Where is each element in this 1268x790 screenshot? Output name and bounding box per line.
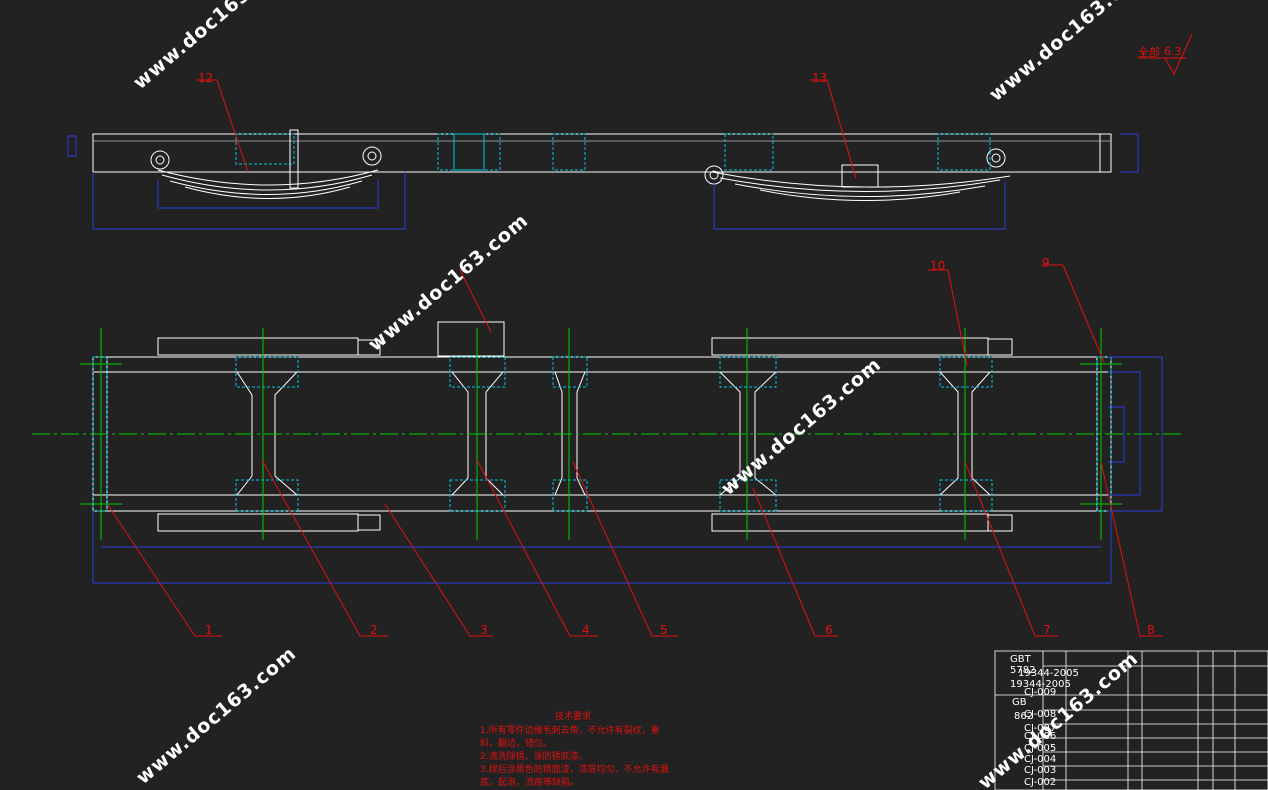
bom-code: 19344-2005 [1010,679,1071,690]
balloon-12: 12 [198,71,213,85]
bom-codes: GBT 5782 19344-2005 19344-2005 CJ-009 GB… [1010,654,1079,788]
crossmember-2 [450,371,505,496]
balloon-labels: 1 2 3 4 5 6 7 8 9 10 12 13 [198,71,1155,637]
bom-code: CJ-002 [1024,777,1056,788]
plan-dimensions [92,356,1163,584]
watermark: www.doc163.com [717,353,886,499]
tech-note-line: 料，翻边，错位。 [480,737,552,749]
bom-code: CJ-009 [1024,687,1056,698]
side-elevation-view [67,129,1112,202]
bom-code: CJ-007 [1024,723,1056,734]
watermark: www.doc163.com [985,0,1154,106]
plan-view [92,321,1112,532]
tech-note-line: 2.清洗除锈，涂防锈底漆。 [480,750,588,762]
bom-code: GB [1012,697,1027,708]
balloon-6: 6 [825,623,833,637]
leaf-spring-rear [711,171,1011,202]
leaf-spring-front [157,169,379,199]
watermark: www.doc163.com [132,642,301,788]
leader-lines [107,33,1193,637]
watermarks: www.doc163.com www.doc163.com www.doc163… [129,0,1154,790]
bom-code: CJ-006 [1024,731,1056,742]
crossmember-3 [554,371,586,496]
bom-code: CJ-003 [1024,765,1056,776]
roughness-value: 6.3 [1164,45,1182,58]
roughness-label: 全部 [1138,45,1160,59]
balloon-9: 9 [1042,256,1050,270]
spring-bottom-rear [711,513,989,532]
crossmember-5 [938,371,992,496]
balloon-2: 2 [370,623,378,637]
balloon-3: 3 [480,623,488,637]
balloon-4: 4 [582,623,590,637]
bom-code: 5782 [1010,665,1035,676]
elevation-dimensions [92,133,1139,230]
bom-code: 19344-2005 [1018,668,1079,679]
spring-top-rear [711,337,989,356]
bill-of-materials [994,650,1268,790]
watermark: www.doc163.com [364,209,533,355]
bom-code: CJ-008 [1024,709,1056,720]
balloon-1: 1 [205,623,213,637]
bom-code: CJ-004 [1024,754,1056,765]
balloon-10: 10 [930,259,945,273]
bom-code: GBT [1010,654,1032,665]
balloon-7: 7 [1043,623,1051,637]
bom-code: CJ-005 [1024,743,1056,754]
balloon-13: 13 [812,71,827,85]
balloon-8: 8 [1147,623,1155,637]
tech-note-line: 3.焊后涂黑色防锈面漆，漆层均匀，不允许有漏 [480,763,669,775]
mounting-plate [437,321,505,357]
technical-requirements: 技术要求 1.所有零件边缘毛刺去角，不允许有裂纹，重 料，翻边，错位。 2.清洗… [480,710,669,788]
centerlines [32,328,1185,540]
spring-bottom-front [157,513,359,532]
balloon-5: 5 [660,623,668,637]
tech-note-line: 1.所有零件边缘毛刺去角，不允许有裂纹，重 [480,724,660,736]
surface-roughness-note: 全部 6.3 [1138,45,1182,59]
tech-note-line: 底，起泡，流痕等缺陷。 [480,776,579,788]
bom-code: 862 [1014,711,1033,722]
spring-top-front [157,337,359,356]
tech-notes-title: 技术要求 [555,710,591,722]
